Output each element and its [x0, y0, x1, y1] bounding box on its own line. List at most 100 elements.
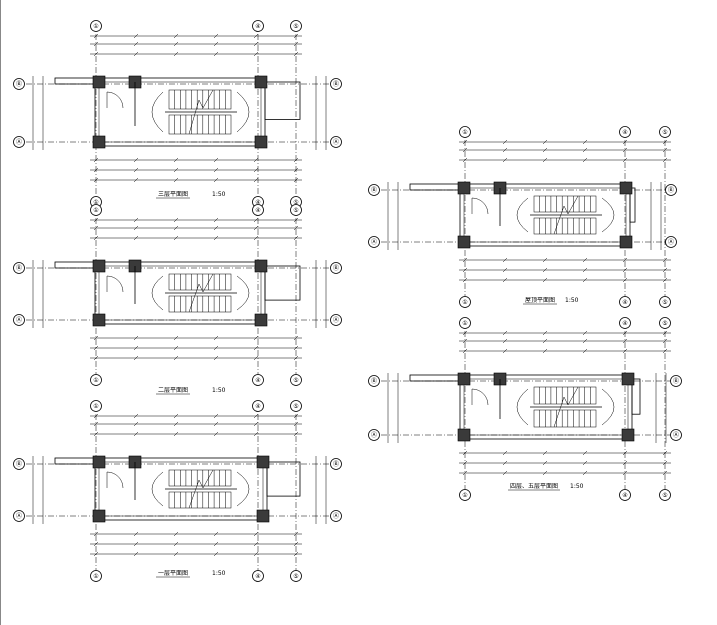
dimension-tick — [293, 51, 299, 57]
axis-label: Ⓐ — [371, 431, 377, 439]
structural-column — [92, 313, 106, 327]
structural-column — [256, 509, 270, 523]
dimension-tick — [542, 139, 548, 145]
axis-label: ① — [462, 492, 467, 499]
dimension-tick — [213, 431, 219, 437]
dimension-tick — [462, 348, 468, 354]
door-swing — [471, 388, 489, 406]
dimension-tick — [622, 157, 628, 163]
structural-column — [619, 181, 633, 195]
stair-enclosure-outline — [459, 183, 631, 247]
axis-label: ① — [462, 299, 467, 306]
dimension-tick — [133, 225, 139, 231]
axis-bubble — [368, 184, 380, 196]
axis-bubble — [330, 510, 342, 522]
stair-flight-lower — [533, 217, 597, 235]
axis-label: ④ — [255, 403, 260, 410]
dimension-tick — [133, 167, 139, 173]
dimension-tick — [133, 345, 139, 351]
axis-label: ④ — [622, 492, 627, 499]
dimension-tick — [502, 267, 508, 273]
axis-label: Ⓐ — [668, 238, 674, 246]
dimension-tick — [93, 157, 99, 163]
dimension-tick — [213, 167, 219, 173]
stair-flight-upper — [168, 89, 232, 110]
dimension-tick — [462, 267, 468, 273]
dimension-tick — [502, 460, 508, 466]
axis-label: ⑤ — [293, 23, 298, 30]
axis-bubble — [665, 236, 677, 248]
axis-bubble — [90, 570, 102, 582]
axis-label: ⑤ — [662, 299, 667, 306]
dimension-tick — [173, 41, 179, 47]
stair-flight-upper — [533, 386, 597, 405]
axis-label: Ⓑ — [673, 377, 679, 385]
dimension-tick — [133, 421, 139, 427]
axis-bubble — [90, 400, 102, 412]
dimension-tick — [253, 413, 259, 419]
stair-enclosure-inner — [98, 461, 264, 517]
dimension-tick — [253, 167, 259, 173]
dimension-tick — [93, 541, 99, 547]
landing-arc-left — [151, 471, 164, 507]
dimension-tick — [662, 147, 668, 153]
axis-bubble — [619, 126, 631, 138]
axis-bubble — [13, 314, 25, 326]
structural-column — [254, 135, 268, 149]
axis-bubble — [459, 296, 471, 308]
dimension-tick — [582, 157, 588, 163]
dimension-tick — [133, 157, 139, 163]
dimension-tick — [213, 217, 219, 223]
dimension-tick — [582, 147, 588, 153]
axis-label: ⑤ — [662, 129, 667, 136]
dimension-tick — [502, 470, 508, 476]
dimension-tick — [133, 51, 139, 57]
dimension-tick — [622, 470, 628, 476]
dimension-tick — [93, 235, 99, 241]
dimension-tick — [253, 355, 259, 361]
axis-bubble — [665, 184, 677, 196]
dimension-tick — [662, 330, 668, 336]
dimension-tick — [133, 541, 139, 547]
axis-label: Ⓑ — [333, 80, 339, 88]
dimension-tick — [542, 147, 548, 153]
dimension-tick — [622, 338, 628, 344]
dimension-tick — [173, 541, 179, 547]
axis-label: ⑤ — [293, 573, 298, 580]
dimension-tick — [622, 460, 628, 466]
dimension-tick — [173, 531, 179, 537]
dimension-tick — [542, 450, 548, 456]
dimension-tick — [293, 157, 299, 163]
dimension-tick — [582, 330, 588, 336]
axis-bubble — [659, 489, 671, 501]
axis-label: Ⓐ — [333, 512, 339, 520]
axis-bubble — [90, 374, 102, 386]
dimension-tick — [662, 257, 668, 263]
landing-arc-left — [151, 91, 164, 133]
dimension-tick — [462, 147, 468, 153]
dimension-tick — [173, 413, 179, 419]
dimension-tick — [293, 531, 299, 537]
dimension-tick — [502, 348, 508, 354]
plan-scale: 1:50 — [212, 570, 226, 577]
axis-label: Ⓑ — [16, 460, 22, 468]
axis-label: Ⓑ — [333, 460, 339, 468]
dimension-tick — [662, 277, 668, 283]
dimension-tick — [213, 157, 219, 163]
plan-scale: 1:50 — [212, 387, 226, 394]
dimension-tick — [582, 460, 588, 466]
axis-bubble — [670, 375, 682, 387]
axis-bubble — [290, 20, 302, 32]
dimension-tick — [293, 41, 299, 47]
dimension-tick — [293, 167, 299, 173]
axis-bubble — [330, 78, 342, 90]
landing-arc-right — [236, 91, 250, 133]
dimension-tick — [293, 431, 299, 437]
landing-arc-left — [516, 388, 529, 426]
axis-label: Ⓑ — [333, 264, 339, 272]
dimension-tick — [582, 277, 588, 283]
axis-label: ① — [462, 129, 467, 136]
axis-label: ④ — [622, 129, 627, 136]
